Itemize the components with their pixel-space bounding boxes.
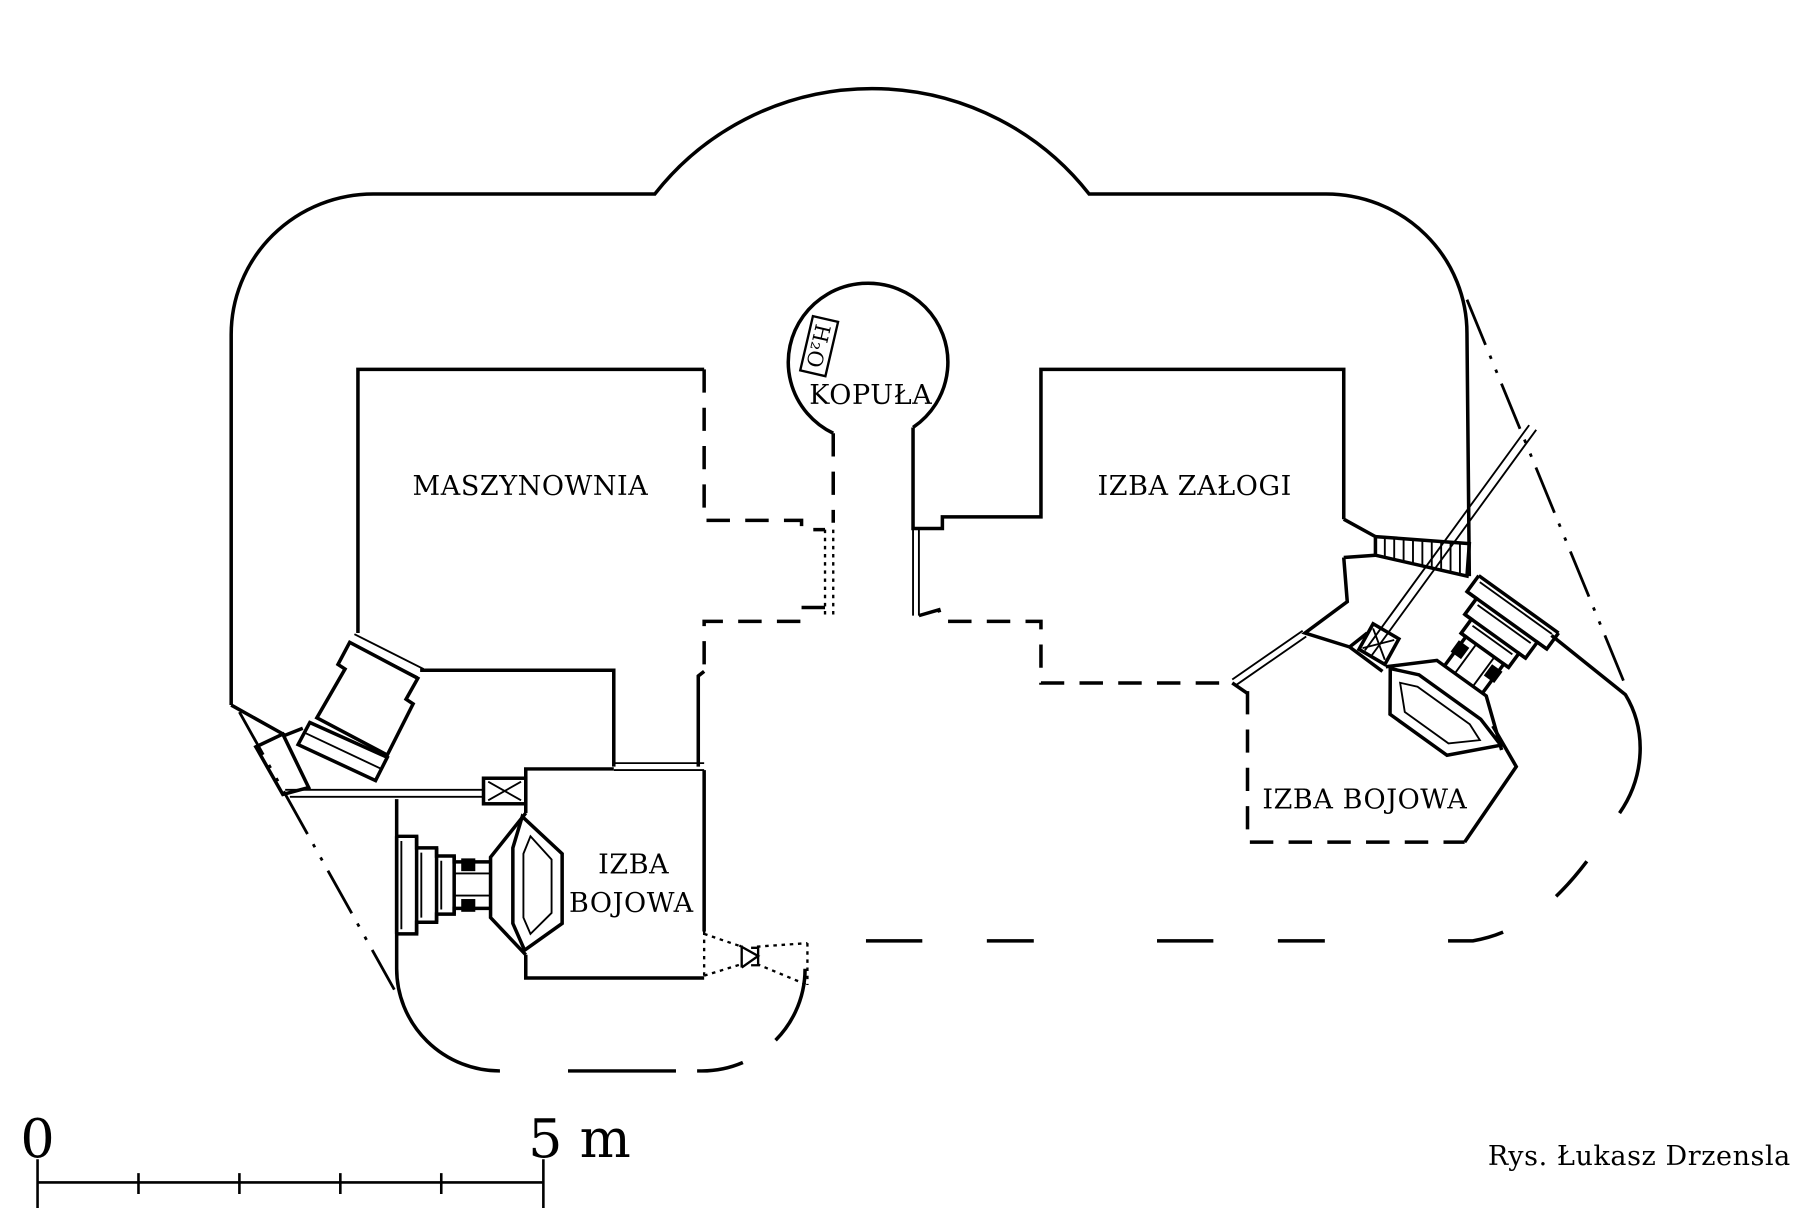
- label-izba-zalogi: IZBA ZAŁOGI: [1098, 471, 1292, 502]
- outer-wall-right-arc: [1550, 634, 1642, 815]
- water-tank: H₂O: [798, 314, 840, 378]
- water-tank-label: H₂O: [801, 322, 835, 370]
- outer-wall: [229, 86, 1472, 706]
- crew-room: IZBA ZAŁOGI: [911, 367, 1384, 687]
- right-hatch-box: [1356, 621, 1402, 667]
- left-hatch-box: [481, 776, 528, 806]
- dome-turret: H₂O KOPUŁA: [786, 281, 950, 618]
- left-embrasure-base: [295, 720, 390, 783]
- right-diagonal-double-line: [1364, 424, 1537, 656]
- label-izba-bojowa-left-line2: BOJOWA: [569, 888, 694, 919]
- dome-wall: [786, 281, 950, 435]
- label-izba-bojowa-left-line1: IZBA: [598, 850, 669, 881]
- dome-left-dotted: [823, 529, 835, 618]
- right-combat-room: IZBA BOJOWA: [1231, 561, 1580, 844]
- left-embrasure: [314, 639, 421, 758]
- machine-room-wall: [356, 367, 705, 634]
- machine-room: MASZYNOWNIA: [295, 367, 826, 783]
- drawing-credit: Rys. Łukasz Drzensla: [1488, 1141, 1791, 1172]
- scale-bar-ticks: [36, 1159, 545, 1208]
- machine-room-dashed-wall-lower: [702, 605, 826, 672]
- outer-wall-right-dashed: [807, 812, 1622, 943]
- entrance: [702, 931, 809, 987]
- label-kopula: KOPUŁA: [809, 380, 932, 411]
- left-combat-room: IZBA BOJOWA: [394, 767, 706, 980]
- outer-wall-bottom-left-arc: [394, 799, 500, 1073]
- machine-room-wall-lower: [420, 668, 706, 767]
- machine-room-thin-wall: [613, 762, 705, 772]
- dome-right-thin: [912, 528, 920, 616]
- outer-wall-bottom-dashed: [499, 968, 807, 1073]
- outer-wall-lower-left: [230, 703, 304, 738]
- label-izba-bojowa-right: IZBA BOJOWA: [1262, 785, 1467, 816]
- scale-start-label: 0: [20, 1107, 54, 1170]
- crew-room-dashed-wall: [918, 607, 1233, 685]
- stairs: [1342, 517, 1472, 579]
- left-gun-mount: [394, 811, 564, 957]
- crew-room-wall-lower: [1301, 557, 1384, 673]
- label-maszynownia: MASZYNOWNIA: [413, 471, 649, 502]
- left-embrasure-base-line: [304, 732, 382, 770]
- passage-double-line: [285, 788, 484, 798]
- right-gun-mount: [1362, 561, 1580, 781]
- lower-left-block: [253, 731, 312, 797]
- scale-end-label: 5 m: [528, 1107, 631, 1170]
- machine-room-dashed-wall: [702, 369, 826, 532]
- left-embrasure-cap: [349, 633, 425, 679]
- crew-room-thin-wall: [1231, 629, 1307, 687]
- crew-room-wall: [911, 367, 1346, 531]
- right-combat-room-dashed-wall: [1245, 691, 1465, 844]
- right-dash-dot-line: [1465, 299, 1630, 692]
- left-combat-room-wall: [524, 767, 706, 980]
- right-combat-room-wall: [1231, 681, 1519, 844]
- scale-bar: 0 5 m: [20, 1107, 631, 1208]
